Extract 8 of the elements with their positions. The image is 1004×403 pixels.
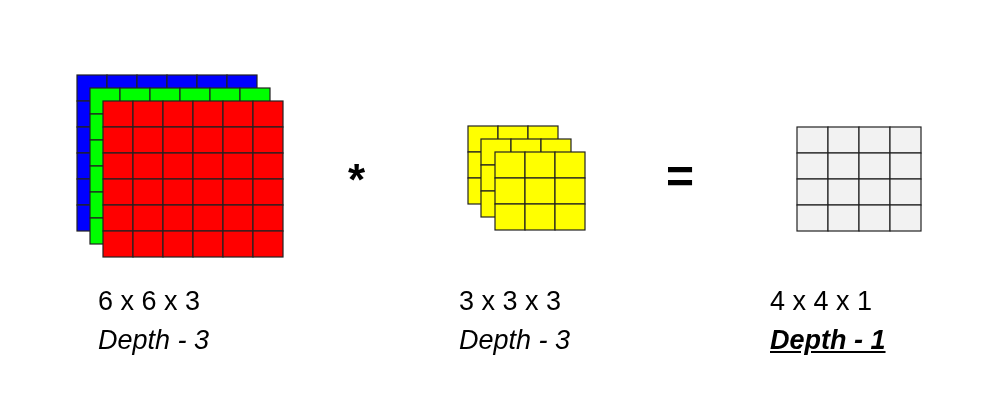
- dimension-text: 3 x 3 x 3: [459, 288, 562, 315]
- depth-text: Depth - 3: [98, 327, 210, 354]
- operator-symbol: *: [348, 158, 366, 202]
- operator-symbol: =: [666, 153, 695, 201]
- dimension-text: 4 x 4 x 1: [770, 288, 873, 315]
- depth-text: Depth - 3: [459, 327, 571, 354]
- dimension-text: 6 x 6 x 3: [98, 288, 201, 315]
- depth-text: Depth - 1: [770, 327, 886, 354]
